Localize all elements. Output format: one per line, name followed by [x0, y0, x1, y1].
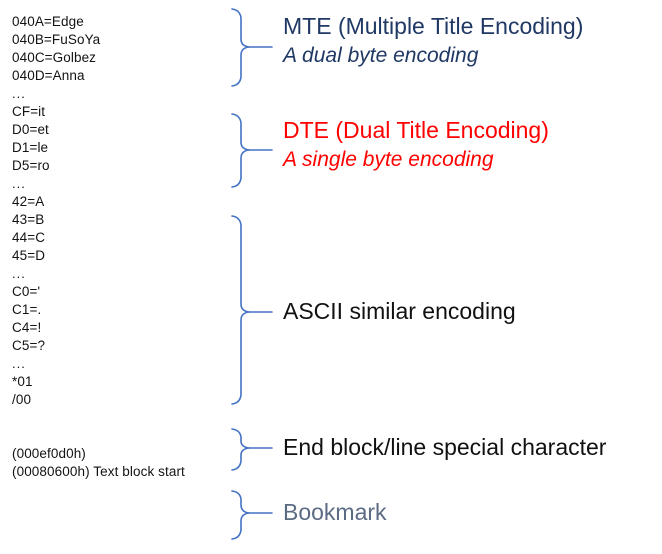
annotation-end-block: End block/line special character	[283, 432, 606, 462]
code-gap	[12, 409, 227, 427]
code-gap	[12, 427, 227, 445]
brace-ascii	[231, 215, 250, 405]
code-line: C0='	[12, 284, 41, 299]
code-line: /00	[12, 392, 32, 407]
code-line: 42=A	[12, 194, 45, 209]
annotation-mte-subtitle: A dual byte encoding	[283, 44, 479, 67]
code-group-dte-entries: CF=it D0=et D1=le D5=ro	[12, 103, 227, 175]
code-line: C4=!	[12, 320, 42, 335]
code-line: C1=.	[12, 302, 42, 317]
annotation-ascii-title: ASCII similar encoding	[283, 298, 516, 324]
code-group-control-codes: *01 /00	[12, 373, 227, 409]
annotation-dte: DTE (Dual Title Encoding) A single byte …	[283, 115, 549, 174]
code-group-ascii-punctuation: C0=' C1=. C4=! C5=?	[12, 283, 227, 355]
annotation-end-block-title: End block/line special character	[283, 434, 607, 460]
code-line: D0=et	[12, 122, 49, 137]
code-group-mte-entries: 040A=Edge 040B=FuSoYa 040C=Golbez 040D=A…	[12, 0, 227, 85]
code-ellipsis: ...	[12, 86, 26, 101]
annotation-mte: MTE (Multiple Title Encoding) A dual byt…	[283, 11, 583, 70]
code-ellipsis: ...	[12, 266, 26, 281]
code-ellipsis: ...	[12, 356, 26, 371]
code-group-bookmark-entries: (000ef0d0h) (00080600h) Text block start	[12, 445, 227, 481]
code-group-ascii-letters: 42=A 43=B 44=C 45=D	[12, 193, 227, 265]
code-listing: 040A=Edge 040B=FuSoYa 040C=Golbez 040D=A…	[12, 0, 227, 481]
code-line: D5=ro	[12, 158, 50, 173]
code-line: 040B=FuSoYa	[12, 32, 101, 47]
brace-mte	[231, 8, 250, 87]
annotation-ascii: ASCII similar encoding	[283, 296, 516, 326]
code-ellipsis: ...	[12, 176, 26, 191]
code-line: C5=?	[12, 338, 46, 353]
annotation-dte-subtitle: A single byte encoding	[283, 148, 494, 171]
code-line: 040D=Anna	[12, 68, 85, 83]
brace-dte	[231, 113, 250, 188]
annotation-dte-title: DTE (Dual Title Encoding)	[283, 117, 549, 143]
code-line: (00080600h) Text block start	[12, 464, 185, 479]
code-line: 040A=Edge	[12, 14, 84, 29]
code-line: D1=le	[12, 140, 49, 155]
annotation-mte-title: MTE (Multiple Title Encoding)	[283, 13, 584, 39]
code-line: 040C=Golbez	[12, 50, 97, 65]
annotation-bookmark: Bookmark	[283, 497, 387, 527]
code-line: 44=C	[12, 230, 46, 245]
brace-bookmark	[231, 490, 250, 540]
brace-end-block	[231, 428, 250, 471]
code-line: CF=it	[12, 104, 46, 119]
code-line: *01	[12, 374, 33, 389]
code-line: 45=D	[12, 248, 46, 263]
annotation-bookmark-title: Bookmark	[283, 499, 387, 525]
code-line: 43=B	[12, 212, 45, 227]
code-line: (000ef0d0h)	[12, 446, 86, 461]
